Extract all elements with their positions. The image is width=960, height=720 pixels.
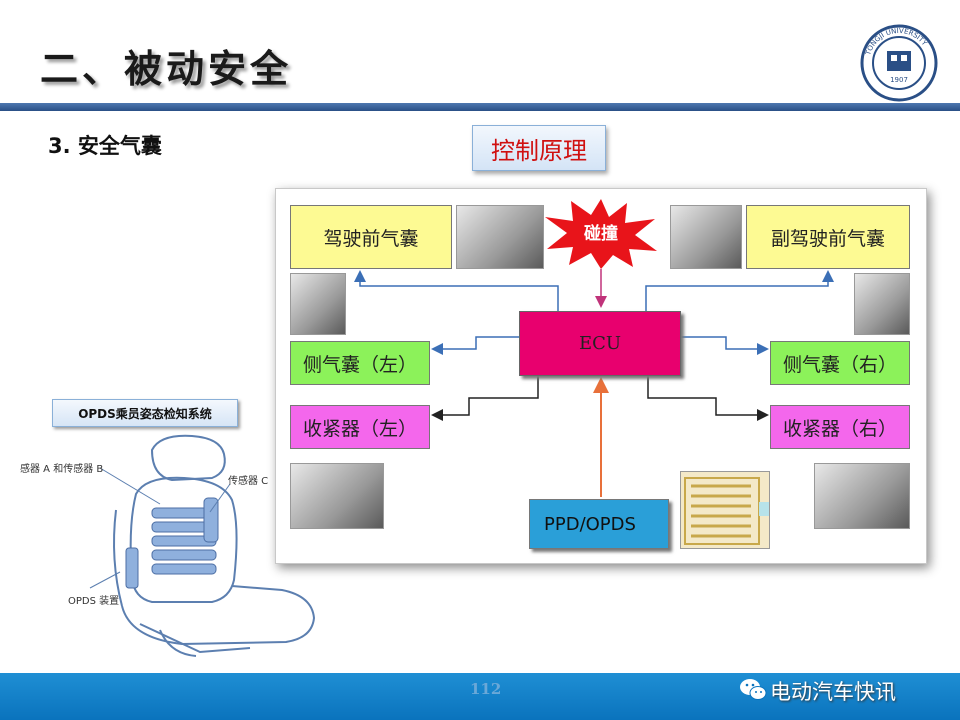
section-subtitle: 3. 安全气囊: [48, 134, 162, 158]
opds-device-label: OPDS 装置: [68, 596, 120, 607]
side-airbag-right-box: 侧气囊（右）: [770, 341, 910, 385]
ppd-opds-box: PPD/OPDS: [529, 499, 669, 549]
footer-bar: [0, 673, 960, 720]
university-logo: TONGJI UNIVERSITY 1907: [860, 24, 938, 102]
seatbelt-left-photo: [290, 463, 384, 529]
logo-year: 1907: [890, 76, 908, 84]
side-airbag-left-box: 侧气囊（左）: [290, 341, 430, 385]
passenger-airbag-box: 副驾驶前气囊: [746, 205, 910, 269]
car-seat-illustration: [113, 434, 316, 657]
page-number: 112: [470, 680, 502, 698]
wechat-account-watermark: 电动汽车快讯: [770, 680, 896, 704]
side-airbag-left-photo: [290, 273, 346, 335]
slide-title: 二、被动安全: [40, 47, 293, 91]
title-divider-bar: [0, 103, 960, 111]
wechat-icon: [738, 676, 768, 708]
side-airbag-right-photo: [854, 273, 910, 335]
sensor-ab-label: 感器 A 和传感器 B: [20, 464, 104, 475]
tensioner-right-box: 收紧器（右）: [770, 405, 910, 449]
passenger-airbag-photo: [670, 205, 742, 269]
connection-lines: [354, 269, 834, 497]
crash-starburst-icon: 碰撞: [545, 199, 657, 269]
control-principle-label: 控制原理: [472, 125, 606, 171]
tensioner-left-box: 收紧器（左）: [290, 405, 430, 449]
driver-airbag-photo: [456, 205, 544, 269]
ecu-box: ECU: [519, 311, 681, 376]
sensor-c-label: 传感器 C: [228, 476, 269, 487]
seat-leader-lines: [89, 467, 231, 589]
opds-system-label: OPDS乘员姿态检知系统: [52, 399, 238, 427]
airbag-control-diagram: 碰撞 驾驶前气囊 副驾驶前气囊 ECU 侧气囊（左） 侧气囊（右） 收紧器（左）…: [275, 188, 927, 564]
seatbelt-right-photo: [814, 463, 910, 529]
crash-label: 碰撞: [584, 223, 618, 244]
sensor-mat-icon: [684, 477, 769, 545]
driver-airbag-box: 驾驶前气囊: [290, 205, 452, 269]
sensor-mat-photo: [680, 471, 770, 549]
